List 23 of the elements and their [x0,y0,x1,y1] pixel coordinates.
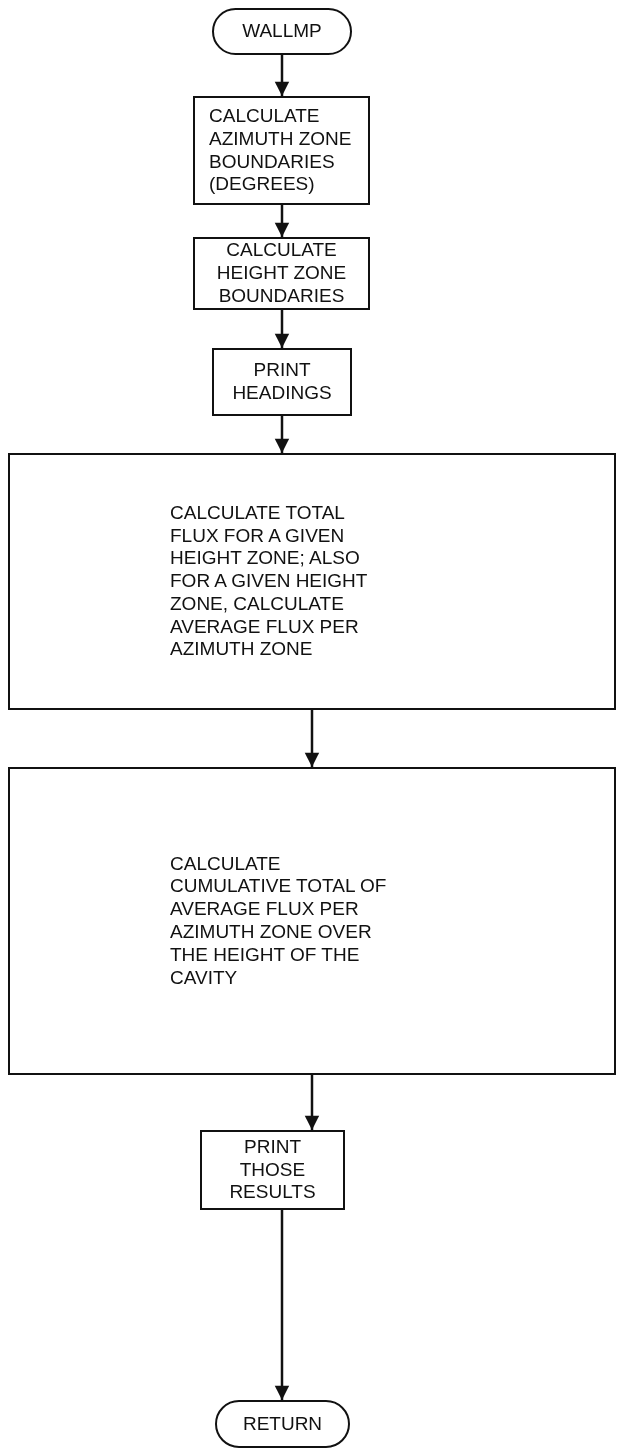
process-box [200,1130,345,1210]
process-box [212,348,352,416]
node-text: CALCULATE CUMULATIVE TOTAL OF AVERAGE FLUX PER AZIMUTH ZONE OVER THE HEIGHT OF THE CAVITY [170,852,388,990]
node-text: PRINT HEADINGS [231,359,333,405]
process-box [193,96,370,205]
process-box [8,453,616,710]
node-text: CALCULATE AZIMUTH ZONE BOUNDARIES (DEGREES) [209,104,353,197]
arrow [274,205,290,238]
arrow [304,710,320,768]
process-box [193,237,370,310]
arrow [274,416,290,454]
node-text: CALCULATE TOTAL FLUX FOR A GIVEN HEIGHT ZONE; ALSO FOR A GIVEN HEIGHT ZONE, CALCULATE AVERAGE FLUX PER AZIMUTH ZONE [170,501,369,662]
node-text: PRINT THOSE RESULTS [228,1135,317,1205]
arrow [274,55,290,97]
node-text: RETURN [242,1412,323,1436]
arrow [274,310,290,349]
terminal-shape [215,1400,350,1448]
arrow [274,1210,290,1401]
node-text: CALCULATE HEIGHT ZONE BOUNDARIES [215,239,348,308]
node-text: WALLMP [242,20,322,43]
terminal-shape [212,8,352,55]
arrow [304,1075,320,1131]
process-box [8,767,616,1075]
